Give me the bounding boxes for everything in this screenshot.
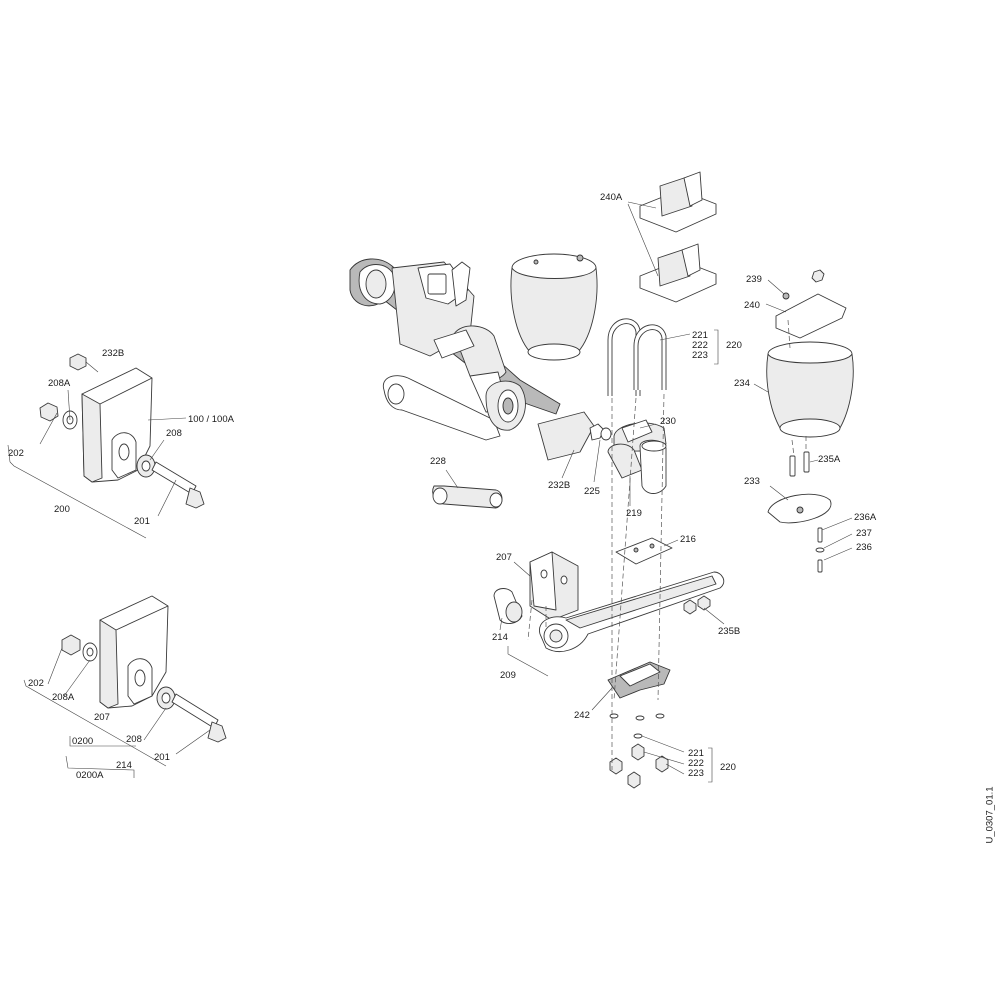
label-237: 237 bbox=[856, 528, 872, 539]
label-208a-top: 208A bbox=[48, 378, 71, 389]
label-240a: 240A bbox=[600, 192, 623, 203]
u-bolts-top bbox=[607, 318, 719, 396]
bracket-and-pivot-parts bbox=[537, 411, 667, 506]
label-239: 239 bbox=[746, 274, 762, 285]
label-208a-bottom: 208A bbox=[52, 692, 75, 703]
label-232b-top: 232B bbox=[102, 348, 124, 359]
leaf-spring-assembly-209 bbox=[493, 551, 725, 677]
bolt-201-bottom bbox=[171, 693, 219, 729]
pad-216 bbox=[615, 537, 679, 565]
label-240: 240 bbox=[744, 300, 760, 311]
label-233: 233 bbox=[744, 476, 760, 487]
label-234: 234 bbox=[734, 378, 750, 389]
bracket-232b bbox=[537, 411, 595, 461]
label-225: 225 bbox=[584, 486, 600, 497]
label-201-bottom: 201 bbox=[154, 752, 170, 763]
label-208-top: 208 bbox=[166, 428, 182, 439]
label-223-bottom: 223 bbox=[688, 768, 704, 779]
nut-232b-top bbox=[69, 353, 87, 371]
label-235a: 235A bbox=[818, 454, 841, 465]
label-214-bottom: 214 bbox=[116, 760, 132, 771]
nut-202-bottom bbox=[61, 634, 81, 656]
label-221-bottom: 221 bbox=[688, 748, 704, 759]
label-202-bottom: 202 bbox=[28, 678, 44, 689]
label-228: 228 bbox=[430, 456, 446, 467]
mounting-plate-233 bbox=[767, 485, 853, 573]
drawing-code-text: U_0307_01.1 bbox=[984, 786, 996, 844]
bolt-201-top bbox=[151, 461, 197, 495]
label-0200a: 0200A bbox=[76, 770, 104, 781]
drawing-code: U_0307_01.1 bbox=[978, 760, 1000, 870]
label-207-mid: 207 bbox=[496, 552, 512, 563]
label-220-bottom: 220 bbox=[720, 762, 736, 773]
label-202-top: 202 bbox=[8, 448, 24, 459]
label-222-top: 222 bbox=[692, 340, 708, 351]
label-236: 236 bbox=[856, 542, 872, 553]
air-spring-mounted bbox=[510, 253, 598, 361]
label-214-mid: 214 bbox=[492, 632, 508, 643]
air-spring-234 bbox=[753, 341, 854, 477]
label-235b: 235B bbox=[718, 626, 740, 637]
label-230: 230 bbox=[660, 416, 676, 427]
label-222-bottom: 222 bbox=[688, 758, 704, 769]
air-spring-brackets-240a bbox=[627, 171, 717, 303]
label-220-top: 220 bbox=[726, 340, 742, 351]
label-232b-mid: 232B bbox=[548, 480, 570, 491]
label-207-bottom: 207 bbox=[94, 712, 110, 723]
label-209: 209 bbox=[500, 670, 516, 681]
callout-labels: 232B 208A 100 / 100A 208 202 200 201 202… bbox=[8, 192, 877, 781]
nut-202-top bbox=[39, 402, 59, 422]
label-208-bottom: 208 bbox=[126, 734, 142, 745]
label-223-top: 223 bbox=[692, 350, 708, 361]
label-200: 200 bbox=[54, 504, 70, 515]
axle-seat-242 bbox=[591, 661, 713, 789]
label-0200: 0200 bbox=[72, 736, 93, 747]
label-236a: 236A bbox=[854, 512, 877, 523]
label-201-top: 201 bbox=[134, 516, 150, 527]
trailing-arm-left bbox=[382, 375, 501, 441]
axle-assembly bbox=[349, 258, 561, 441]
hanger-bracket-assembly-bottom bbox=[23, 595, 227, 778]
label-221-top: 221 bbox=[692, 330, 708, 341]
shock-absorber-228 bbox=[432, 469, 503, 509]
top-plate-240 bbox=[765, 269, 847, 339]
hanger-bracket-assembly-top bbox=[7, 353, 205, 539]
assembly-centerlines bbox=[527, 319, 807, 770]
label-219: 219 bbox=[626, 508, 642, 519]
label-242: 242 bbox=[574, 710, 590, 721]
label-100-100a: 100 / 100A bbox=[188, 414, 235, 425]
label-216: 216 bbox=[680, 534, 696, 545]
